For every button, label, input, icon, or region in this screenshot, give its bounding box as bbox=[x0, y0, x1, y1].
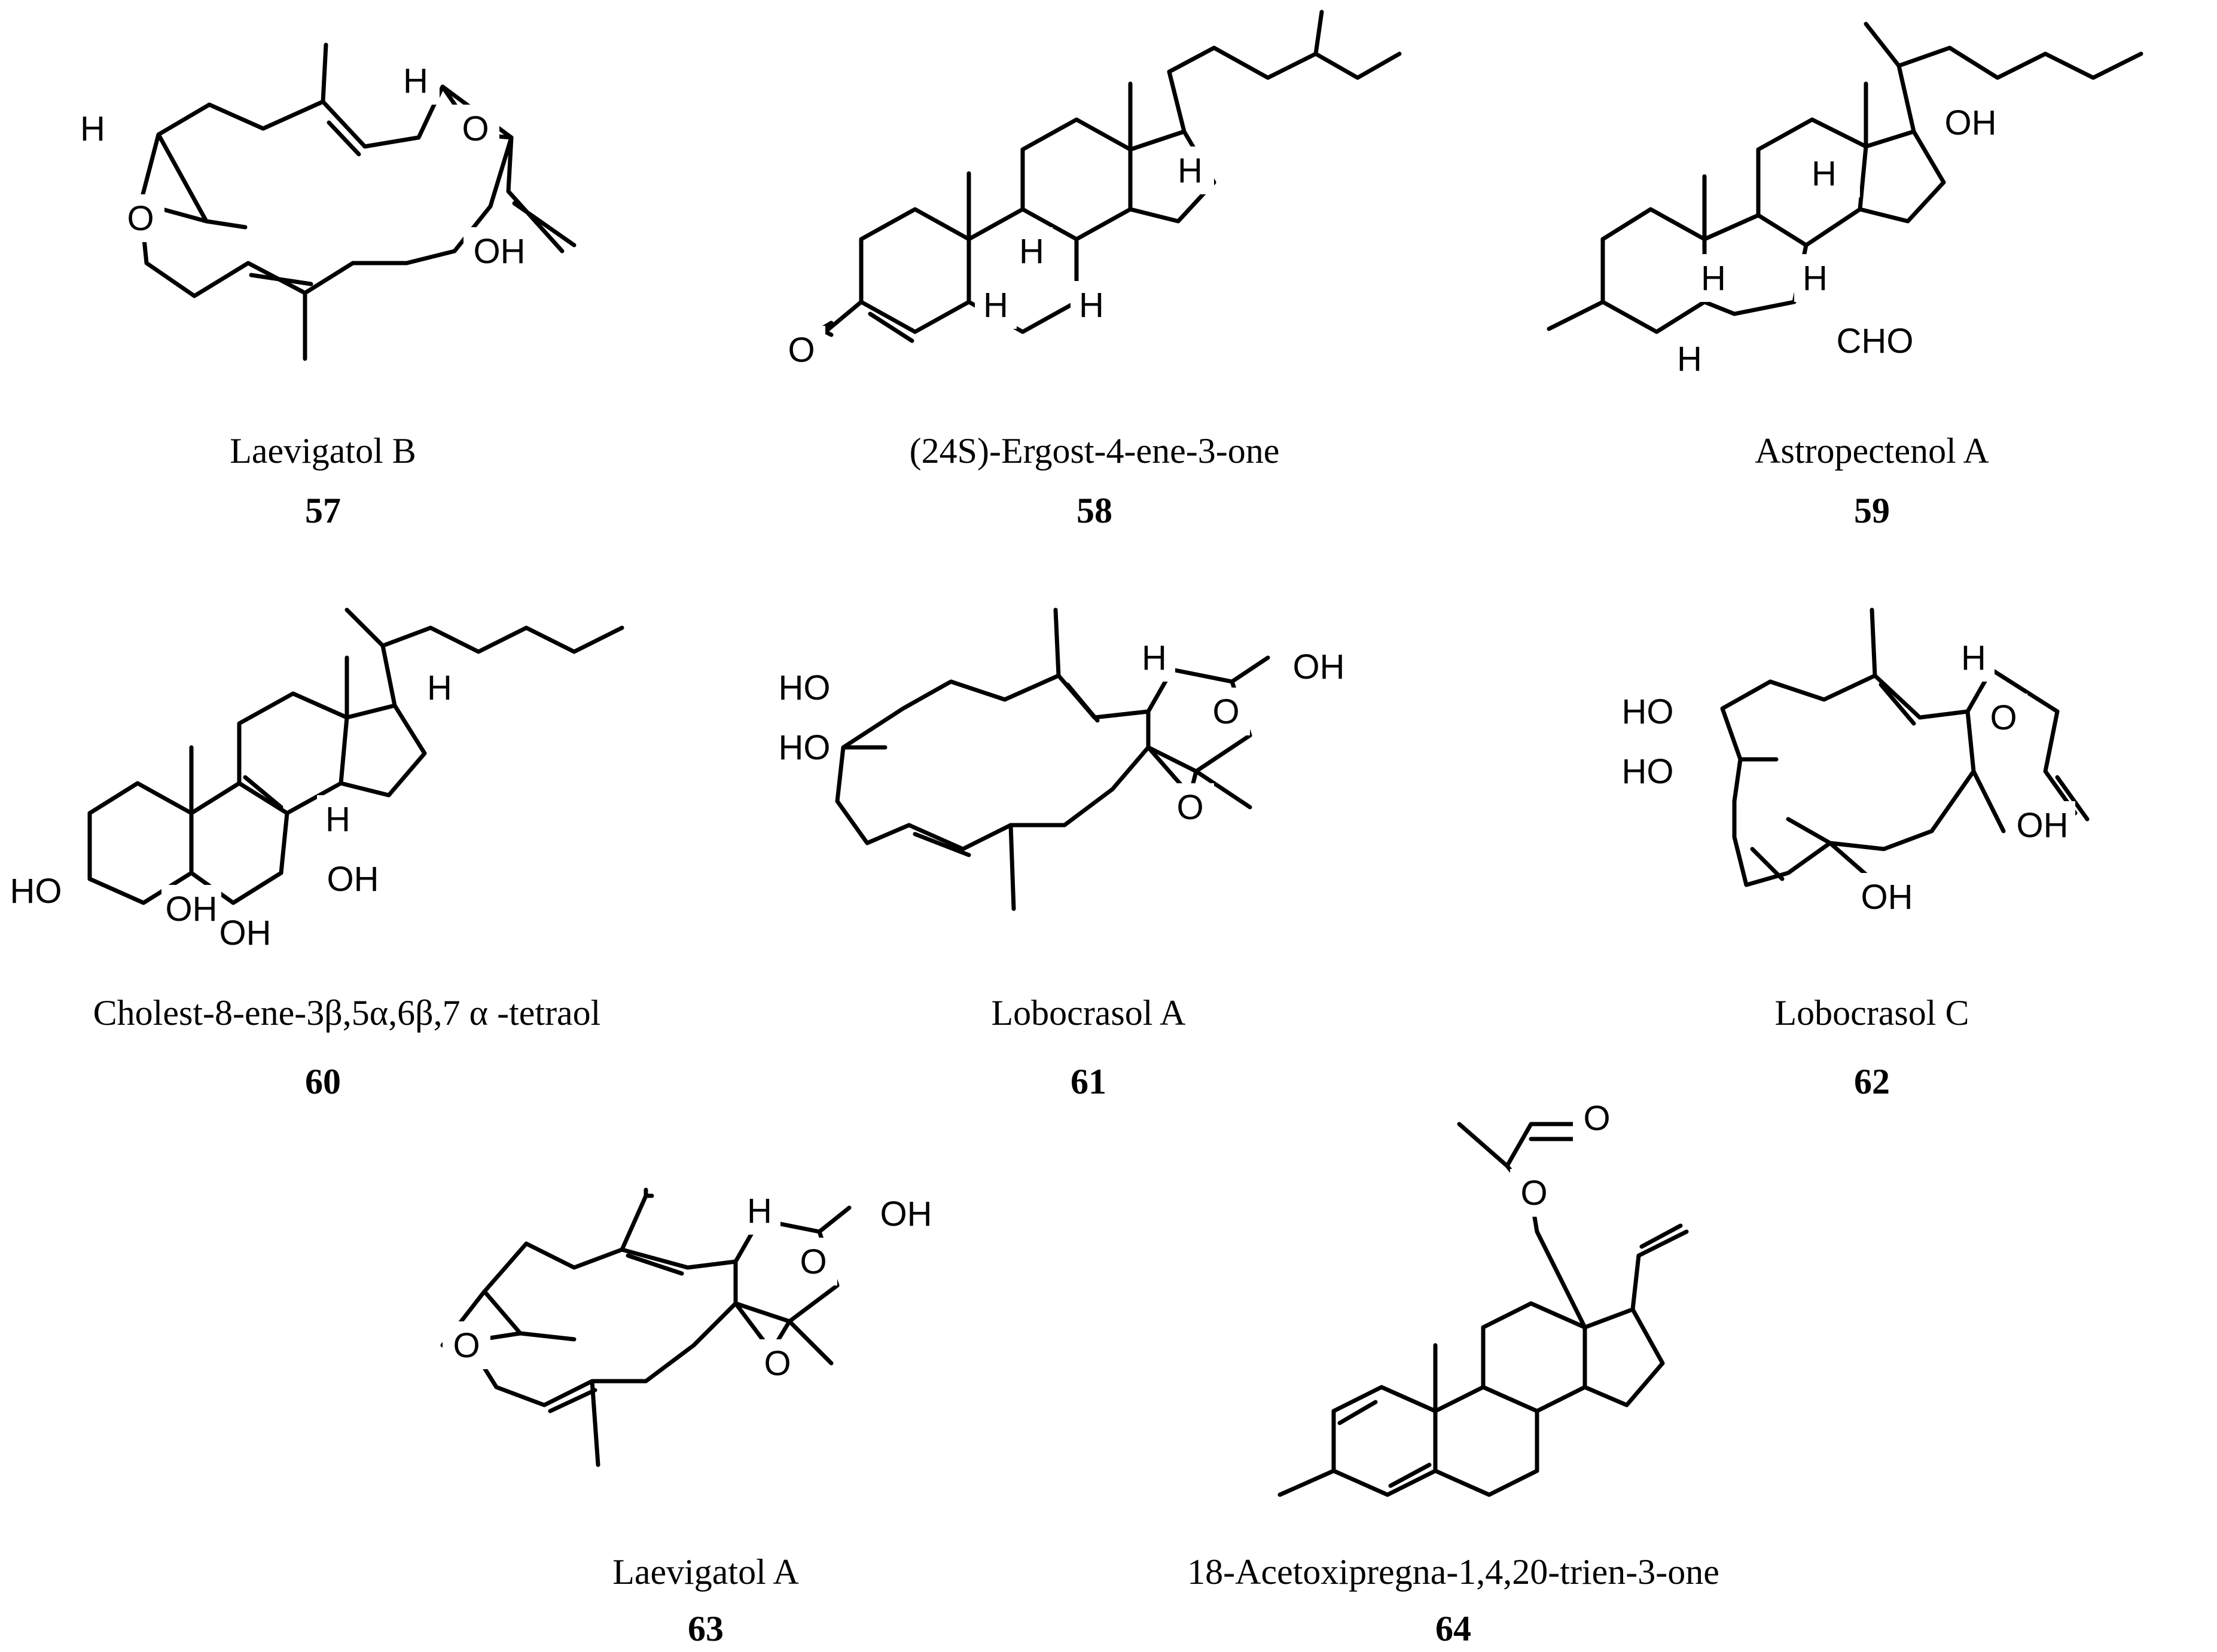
atom-label: H bbox=[1961, 639, 1986, 677]
compound-name-62: Lobocrasol C bbox=[1774, 993, 1969, 1033]
atom-label: O bbox=[788, 331, 815, 370]
compound-number-61: 61 bbox=[1071, 1062, 1106, 1101]
atom-label: OH bbox=[2017, 806, 2069, 845]
atom-label: O bbox=[1583, 1099, 1610, 1138]
atom-label: HO bbox=[1622, 752, 1674, 791]
atom-label: H bbox=[325, 800, 350, 839]
atom-label: H bbox=[1178, 151, 1203, 190]
atom-label: H bbox=[1812, 154, 1837, 193]
atom-label: OH bbox=[880, 1195, 932, 1233]
atom-label: HO bbox=[1622, 692, 1674, 731]
atom-label: HO bbox=[779, 728, 831, 767]
compound-number-58: 58 bbox=[1077, 491, 1112, 530]
atom-label: H bbox=[983, 286, 1008, 325]
atom-label: OH bbox=[1293, 648, 1345, 686]
atom-label: H bbox=[403, 62, 428, 100]
atom-label: O bbox=[764, 1344, 791, 1383]
atom-label: OH bbox=[327, 860, 379, 899]
compound-name-63: Laevigatol A bbox=[612, 1552, 799, 1592]
atom-label: H bbox=[1803, 259, 1828, 298]
atom-label: O bbox=[1990, 698, 2017, 737]
compound-name-59: Astropectenol A bbox=[1755, 431, 1989, 471]
compound-number-62: 62 bbox=[1854, 1062, 1890, 1101]
compound-name-58: (24S)-Ergost-4-ene-3-one bbox=[909, 431, 1280, 471]
compound-number-59: 59 bbox=[1854, 491, 1890, 530]
atom-label: O bbox=[127, 199, 154, 238]
atom-label: H bbox=[427, 668, 452, 707]
compound-number-63: 63 bbox=[688, 1609, 724, 1648]
atom-label: H bbox=[1677, 340, 1702, 378]
compound-name-64: 18-Acetoxipregna-1,4,20-trien-3-one bbox=[1187, 1552, 1719, 1592]
atom-label: O bbox=[1212, 692, 1239, 731]
atom-label: H bbox=[747, 1192, 772, 1230]
compound-name-57: Laevigatol B bbox=[230, 431, 416, 471]
compound-number-64: 64 bbox=[1435, 1609, 1471, 1648]
atom-label: O bbox=[462, 109, 489, 148]
atom-label: O bbox=[453, 1326, 480, 1365]
atom-label: OH bbox=[474, 232, 526, 271]
atom-label: OH bbox=[219, 914, 272, 952]
atom-label: H bbox=[1019, 232, 1044, 271]
compound-name-61: Lobocrasol A bbox=[991, 993, 1186, 1033]
atom-label: O bbox=[1176, 788, 1203, 827]
atom-label: OH bbox=[166, 890, 218, 929]
atom-label: OH bbox=[1945, 103, 1997, 142]
atom-label: H bbox=[1079, 286, 1104, 325]
atom-label: H bbox=[1701, 259, 1726, 298]
atom-label: HO bbox=[779, 668, 831, 707]
atom-label: OH bbox=[1861, 878, 1913, 917]
compound-number-57: 57 bbox=[305, 491, 341, 530]
atom-label: CHO bbox=[1837, 322, 1914, 361]
compound-number-60: 60 bbox=[305, 1062, 341, 1101]
atom-label: H bbox=[1142, 639, 1167, 677]
atom-label: HO bbox=[10, 872, 62, 911]
atom-label: O bbox=[800, 1242, 827, 1281]
compound-name-60: Cholest-8-ene-3β,5α,6β,7 α -tetraol bbox=[93, 993, 601, 1033]
atom-label: H bbox=[80, 109, 105, 148]
atom-label: O bbox=[1520, 1174, 1547, 1213]
